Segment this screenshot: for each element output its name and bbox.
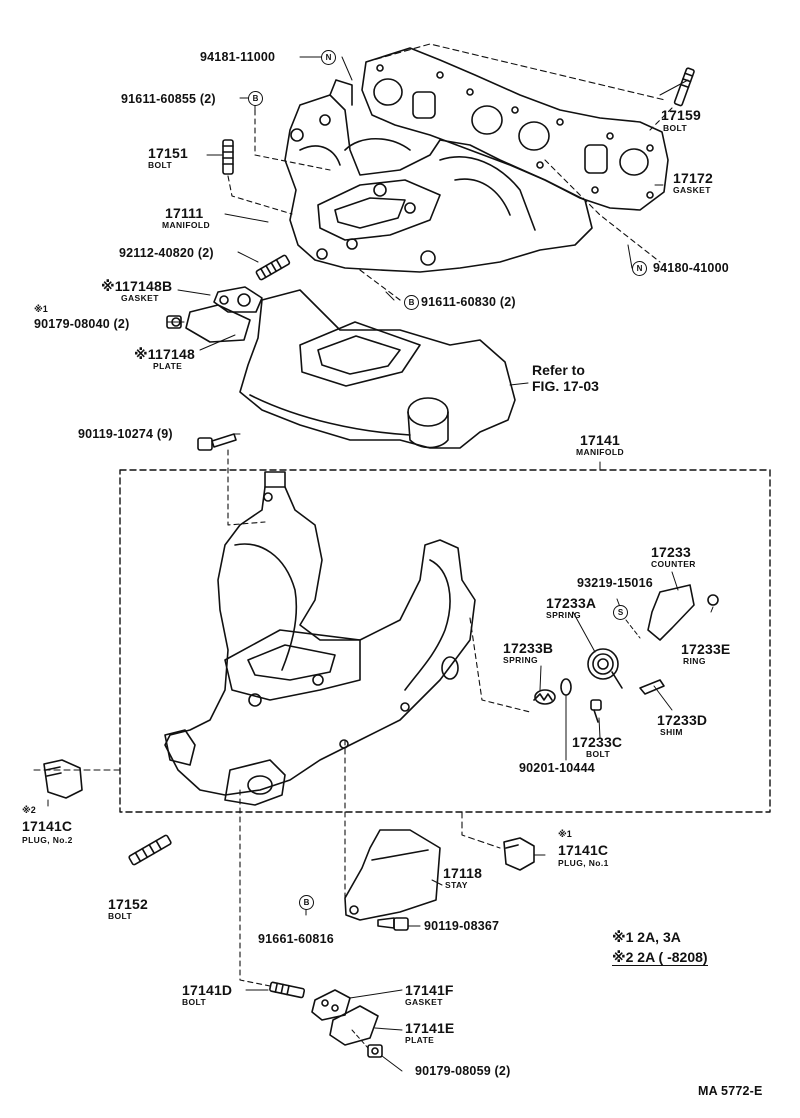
note-applicability-1: ※1 2A, 3A xyxy=(612,929,681,945)
refer-to-line1: Refer to xyxy=(532,362,585,378)
label-94181-11000: 94181-11000 xyxy=(200,50,276,64)
label-90179-08059: 90179-08059 (2) xyxy=(415,1064,511,1078)
plug-no1-drawing xyxy=(503,837,535,871)
label-117148-name: PLATE xyxy=(153,361,183,371)
upper-manifold-drawing xyxy=(284,79,593,273)
stud-92112-drawing xyxy=(255,254,291,281)
bolt-17151-drawing xyxy=(222,139,234,175)
label-117148B-name: GASKET xyxy=(121,293,159,303)
label-17233C-name: BOLT xyxy=(586,749,611,759)
nut-90179-08059-drawing xyxy=(367,1044,383,1058)
label-17233C: 17233C xyxy=(572,734,623,750)
spring-17233A-drawing xyxy=(587,648,623,689)
bolt-90119-08367-drawing xyxy=(377,917,409,931)
label-90179-08040: 90179-08040 (2) xyxy=(34,317,130,331)
gasket-117148B-drawing xyxy=(213,286,263,313)
label-94180-41000: 94180-41000 xyxy=(653,261,729,275)
stay-17118-drawing xyxy=(344,829,441,921)
counter-17233-drawing xyxy=(647,584,695,641)
label-17172-name: GASKET xyxy=(673,185,711,195)
label-93219-15016: 93219-15016 xyxy=(577,576,653,590)
intake-manifold-17141-drawing xyxy=(164,471,476,806)
label-17152-name: BOLT xyxy=(108,911,133,921)
badge-b-top: B xyxy=(248,91,263,106)
badge-b-middle: B xyxy=(404,295,419,310)
label-90179-08040-symbol: ※1 xyxy=(34,304,48,314)
label-90119-08367: 90119-08367 xyxy=(424,919,500,933)
label-17141C-no1-symbol: ※1 xyxy=(558,829,572,839)
badge-b-bottom: B xyxy=(299,895,314,910)
label-17118: 17118 xyxy=(443,865,483,881)
bolt-17159-drawing xyxy=(673,67,695,107)
label-92112-40820: 92112-40820 (2) xyxy=(119,246,214,260)
label-17111-name: MANIFOLD xyxy=(162,220,211,230)
gasket-17141F-drawing xyxy=(311,989,351,1021)
bolt-17152-drawing xyxy=(128,834,172,866)
insulator-cover-drawing xyxy=(239,289,516,449)
label-17233: 17233 xyxy=(651,544,691,560)
label-17151-name: BOLT xyxy=(148,160,173,170)
label-17152: 17152 xyxy=(108,896,148,912)
label-17233A: 17233A xyxy=(546,595,597,611)
label-17141C-no2-symbol: ※2 xyxy=(22,805,36,815)
label-17233D-name: SHIM xyxy=(660,727,683,737)
plate-17141E-drawing xyxy=(329,1005,379,1046)
spring-17233B-drawing xyxy=(533,689,556,705)
label-17233-name: COUNTER xyxy=(651,559,696,569)
label-17118-name: STAY xyxy=(445,880,468,890)
label-17111: 17111 xyxy=(165,205,204,221)
label-117148B: ※117148B xyxy=(101,278,173,294)
leader-lines xyxy=(47,56,714,1072)
label-17233A-name: SPRING xyxy=(546,610,581,620)
label-17172: 17172 xyxy=(673,170,713,186)
plate-117148-drawing xyxy=(185,304,251,343)
bolt-17233C-drawing xyxy=(590,699,602,723)
label-17141C-no1-name: PLUG, No.1 xyxy=(558,858,609,868)
label-91661-60816: 91661-60816 xyxy=(258,932,334,946)
refer-to-line2: FIG. 17-03 xyxy=(532,378,599,394)
label-91611-60855: 91611-60855 (2) xyxy=(121,92,216,106)
badge-n-top: N xyxy=(321,50,336,65)
bolt-17141D-drawing xyxy=(269,981,306,999)
label-17141C-no2-name: PLUG, No.2 xyxy=(22,835,73,845)
label-91611-60830: 91611-60830 (2) xyxy=(421,295,516,309)
label-17141-name: MANIFOLD xyxy=(575,447,625,457)
label-117148: ※117148 xyxy=(134,346,195,362)
label-17233E-name: RING xyxy=(683,656,706,666)
label-17233E: 17233E xyxy=(681,641,731,657)
label-17141D-name: BOLT xyxy=(182,997,207,1007)
label-17141C-no1: 17141C xyxy=(558,842,609,858)
label-17141C-no2: 17141C xyxy=(22,818,73,834)
label-90201-10444: 90201-10444 xyxy=(519,761,595,775)
note-applicability-2: ※2 2A ( -8208) xyxy=(612,949,708,966)
label-17141E: 17141E xyxy=(405,1020,455,1036)
badge-s: S xyxy=(613,605,628,620)
label-17233B: 17233B xyxy=(503,640,554,656)
label-17141: 17141 xyxy=(580,432,620,448)
footer-figure-code: MA 5772-E xyxy=(698,1084,763,1098)
label-17151: 17151 xyxy=(148,145,188,161)
label-17141E-name: PLATE xyxy=(405,1035,435,1045)
bolt-90119-10274-drawing xyxy=(197,433,237,451)
label-17159: 17159 xyxy=(661,107,701,123)
label-17233D: 17233D xyxy=(657,712,708,728)
washer-90201-drawing xyxy=(560,678,572,696)
exhaust-gasket-drawing xyxy=(361,47,669,211)
shim-17233D-drawing xyxy=(639,679,665,695)
badge-n-right: N xyxy=(632,261,647,276)
label-17233B-name: SPRING xyxy=(503,655,538,665)
label-17141F: 17141F xyxy=(405,982,454,998)
label-17141F-name: GASKET xyxy=(405,997,443,1007)
plug-no2-drawing xyxy=(43,759,83,799)
label-17141D: 17141D xyxy=(182,982,233,998)
label-17159-name: BOLT xyxy=(663,123,688,133)
label-90119-10274: 90119-10274 (9) xyxy=(78,427,173,441)
